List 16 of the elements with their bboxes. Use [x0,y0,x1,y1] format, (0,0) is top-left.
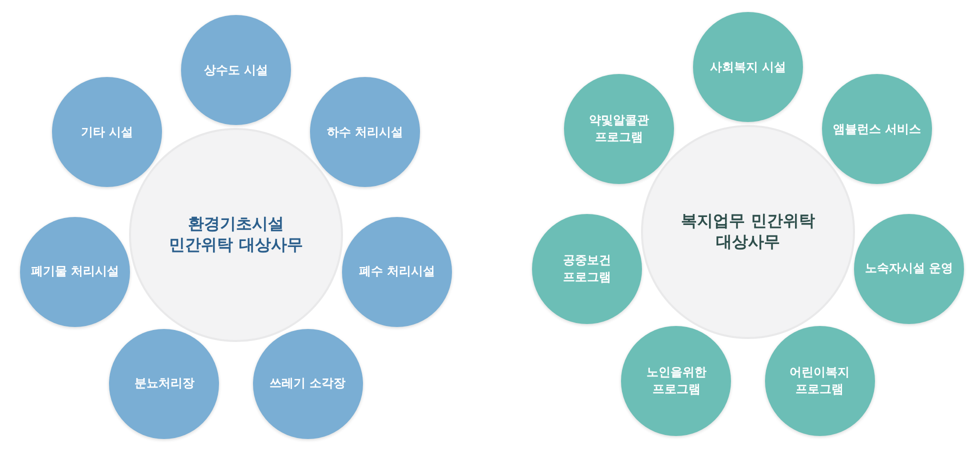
item-label: 어린이복지 프로그램 [788,364,851,398]
item-label: 앰뷸런스 서비스 [832,120,922,138]
item-label: 폐기물 처리시설 [31,263,120,280]
item-label: 상수도 시설 [204,62,268,78]
item-label: 쓰레기 소각장 [269,375,346,392]
item-label: 하수 처리시설 [326,124,404,141]
hub-title: 복지업무 민간위탁 대상사무 [680,211,816,253]
item-label: 공중보건 프로그램 [562,252,612,286]
item-label: 약및알콜관 프로그램 [588,112,650,146]
item-label: 기타 시설 [80,124,134,141]
item-label: 폐수 처리시설 [358,263,435,280]
item-label: 노인을위한 프로그램 [645,364,708,398]
item-label: 분뇨처리장 [134,375,194,392]
item-label: 사회복지 시설 [710,58,786,76]
item-label: 노숙자시설 운영 [864,260,953,278]
hub-title: 환경기초시설 민간위탁 대상사무 [168,214,304,256]
